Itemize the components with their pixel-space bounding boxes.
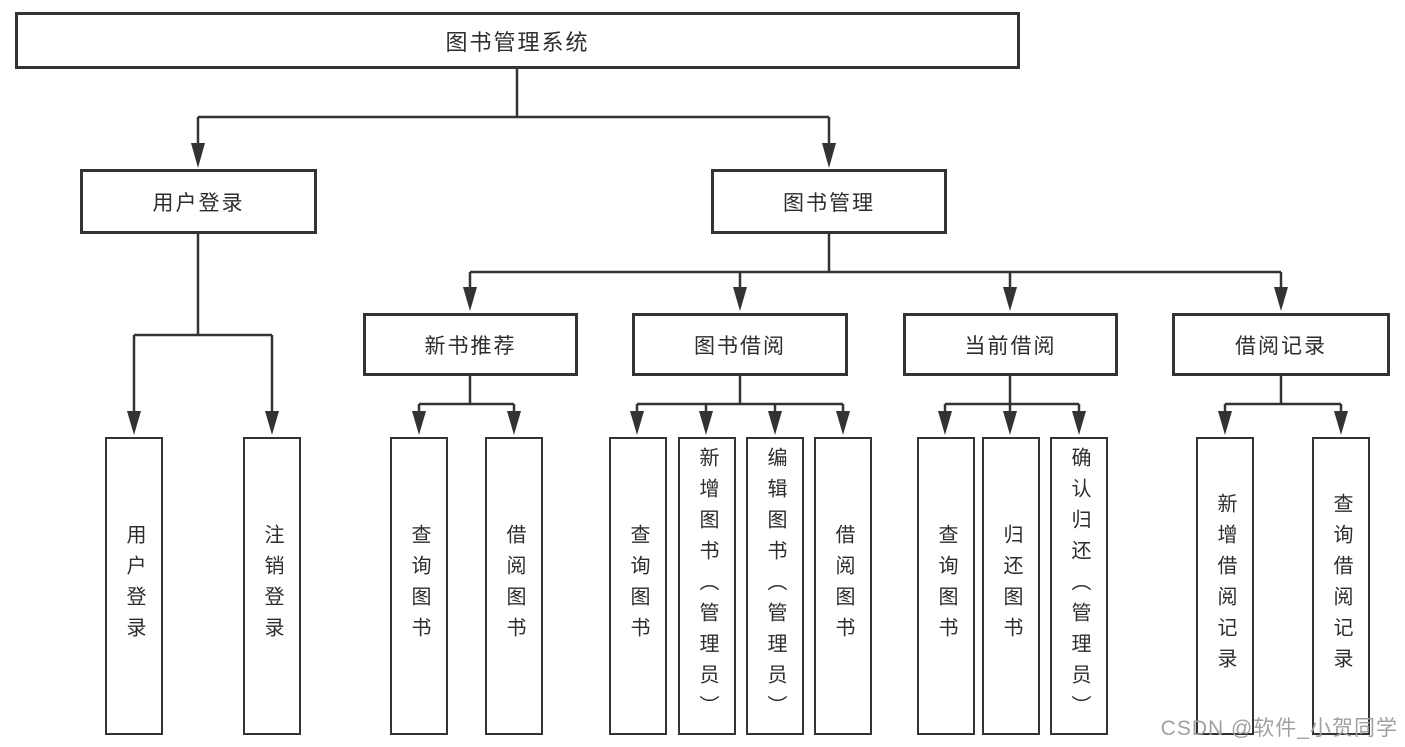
node-new-book-recommend: 新书推荐 [363, 313, 578, 376]
leaf-query-borrow-record: 查询借阅记录 [1312, 437, 1370, 735]
leaf-add-books-admin-label: 新增图书（管理员） [696, 446, 718, 726]
node-current-borrow: 当前借阅 [903, 313, 1118, 376]
leaf-logout: 注销登录 [243, 437, 301, 735]
leaf-recommend-query-books-label: 查询图书 [408, 524, 430, 648]
node-borrow-records: 借阅记录 [1172, 313, 1390, 376]
leaf-borrow-books-label: 借阅图书 [832, 524, 854, 648]
leaf-borrow-query-books: 查询图书 [609, 437, 667, 735]
leaf-borrow-query-books-label: 查询图书 [627, 524, 649, 648]
leaf-recommend-borrow-books-label: 借阅图书 [503, 524, 525, 648]
leaf-return-books: 归还图书 [982, 437, 1040, 735]
node-root: 图书管理系统 [15, 12, 1020, 69]
leaf-logout-label: 注销登录 [261, 524, 283, 648]
leaf-add-borrow-record: 新增借阅记录 [1196, 437, 1254, 735]
leaf-query-borrow-record-label: 查询借阅记录 [1330, 493, 1352, 679]
leaf-user-login-label: 用户登录 [123, 524, 145, 648]
leaf-recommend-borrow-books: 借阅图书 [485, 437, 543, 735]
leaf-current-query-books-label: 查询图书 [935, 524, 957, 648]
node-book-management: 图书管理 [711, 169, 947, 234]
leaf-add-books-admin: 新增图书（管理员） [678, 437, 736, 735]
leaf-return-books-label: 归还图书 [1000, 524, 1022, 648]
leaf-edit-books-admin-label: 编辑图书（管理员） [764, 446, 786, 726]
leaf-add-borrow-record-label: 新增借阅记录 [1214, 493, 1236, 679]
node-book-borrow: 图书借阅 [632, 313, 848, 376]
leaf-borrow-books: 借阅图书 [814, 437, 872, 735]
leaf-recommend-query-books: 查询图书 [390, 437, 448, 735]
leaf-user-login: 用户登录 [105, 437, 163, 735]
leaf-confirm-return-admin: 确认归还（管理员） [1050, 437, 1108, 735]
leaf-current-query-books: 查询图书 [917, 437, 975, 735]
leaf-confirm-return-admin-label: 确认归还（管理员） [1068, 446, 1090, 726]
leaf-edit-books-admin: 编辑图书（管理员） [746, 437, 804, 735]
watermark: CSDN @软件_小贺同学 [1160, 717, 1398, 740]
node-user-login: 用户登录 [80, 169, 317, 234]
